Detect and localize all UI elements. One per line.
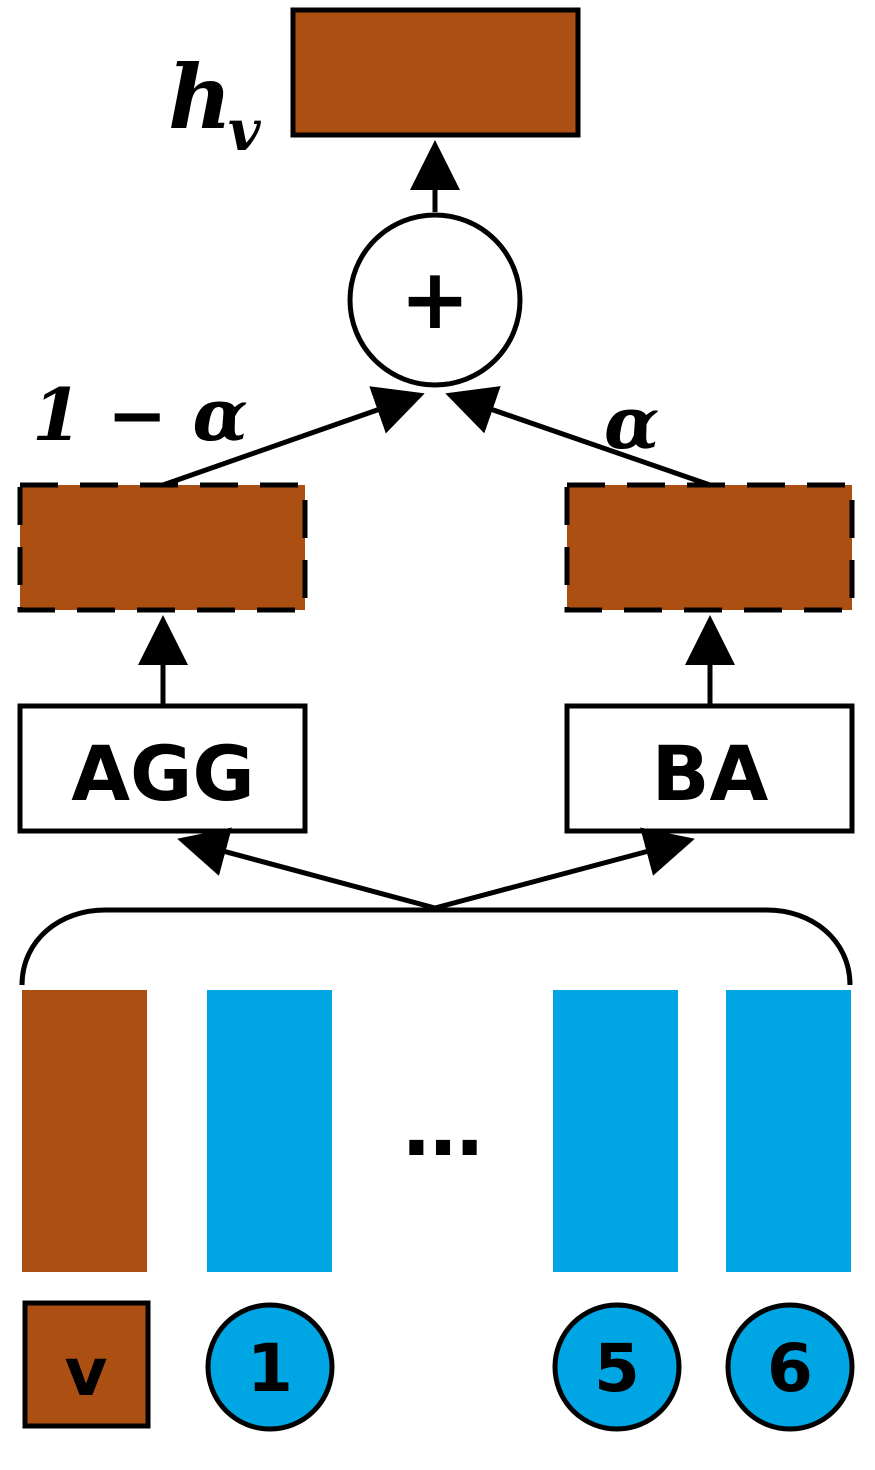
weight-right-label: α — [604, 380, 659, 465]
sum-node — [347, 212, 523, 388]
ba-output-block — [564, 482, 855, 613]
output-label-v: v — [228, 98, 262, 164]
input-bar-6 — [726, 990, 851, 1272]
input-bar-1 — [207, 990, 332, 1272]
node-1 — [205, 1302, 335, 1432]
output-block — [290, 7, 581, 138]
node-6 — [725, 1302, 855, 1432]
node-v-label: v — [64, 1334, 107, 1411]
ba-module — [564, 703, 855, 834]
agg-label: AGG — [71, 729, 255, 818]
ba-label: BA — [652, 729, 769, 818]
node-5 — [552, 1302, 682, 1432]
input-brace — [19, 907, 853, 986]
node-6-label: 6 — [767, 1330, 813, 1407]
node-5-label: 5 — [594, 1330, 640, 1407]
agg-output-block — [17, 482, 308, 613]
node-1-label: 1 — [247, 1330, 293, 1407]
arrow-right-to-sum — [445, 386, 711, 488]
output-label-h: h — [168, 45, 232, 149]
input-bar-5 — [553, 990, 678, 1272]
agg-module — [17, 703, 308, 834]
arrow-brace-to-agg — [177, 827, 436, 911]
input-bar-v — [22, 990, 147, 1272]
node-v — [22, 1300, 151, 1429]
ellipsis: … — [403, 1081, 483, 1174]
weight-left-label: 1 − α — [32, 372, 248, 457]
plus-symbol: + — [400, 250, 470, 348]
arrow-brace-to-ba — [434, 827, 695, 911]
arrow-left-to-sum — [162, 386, 425, 488]
